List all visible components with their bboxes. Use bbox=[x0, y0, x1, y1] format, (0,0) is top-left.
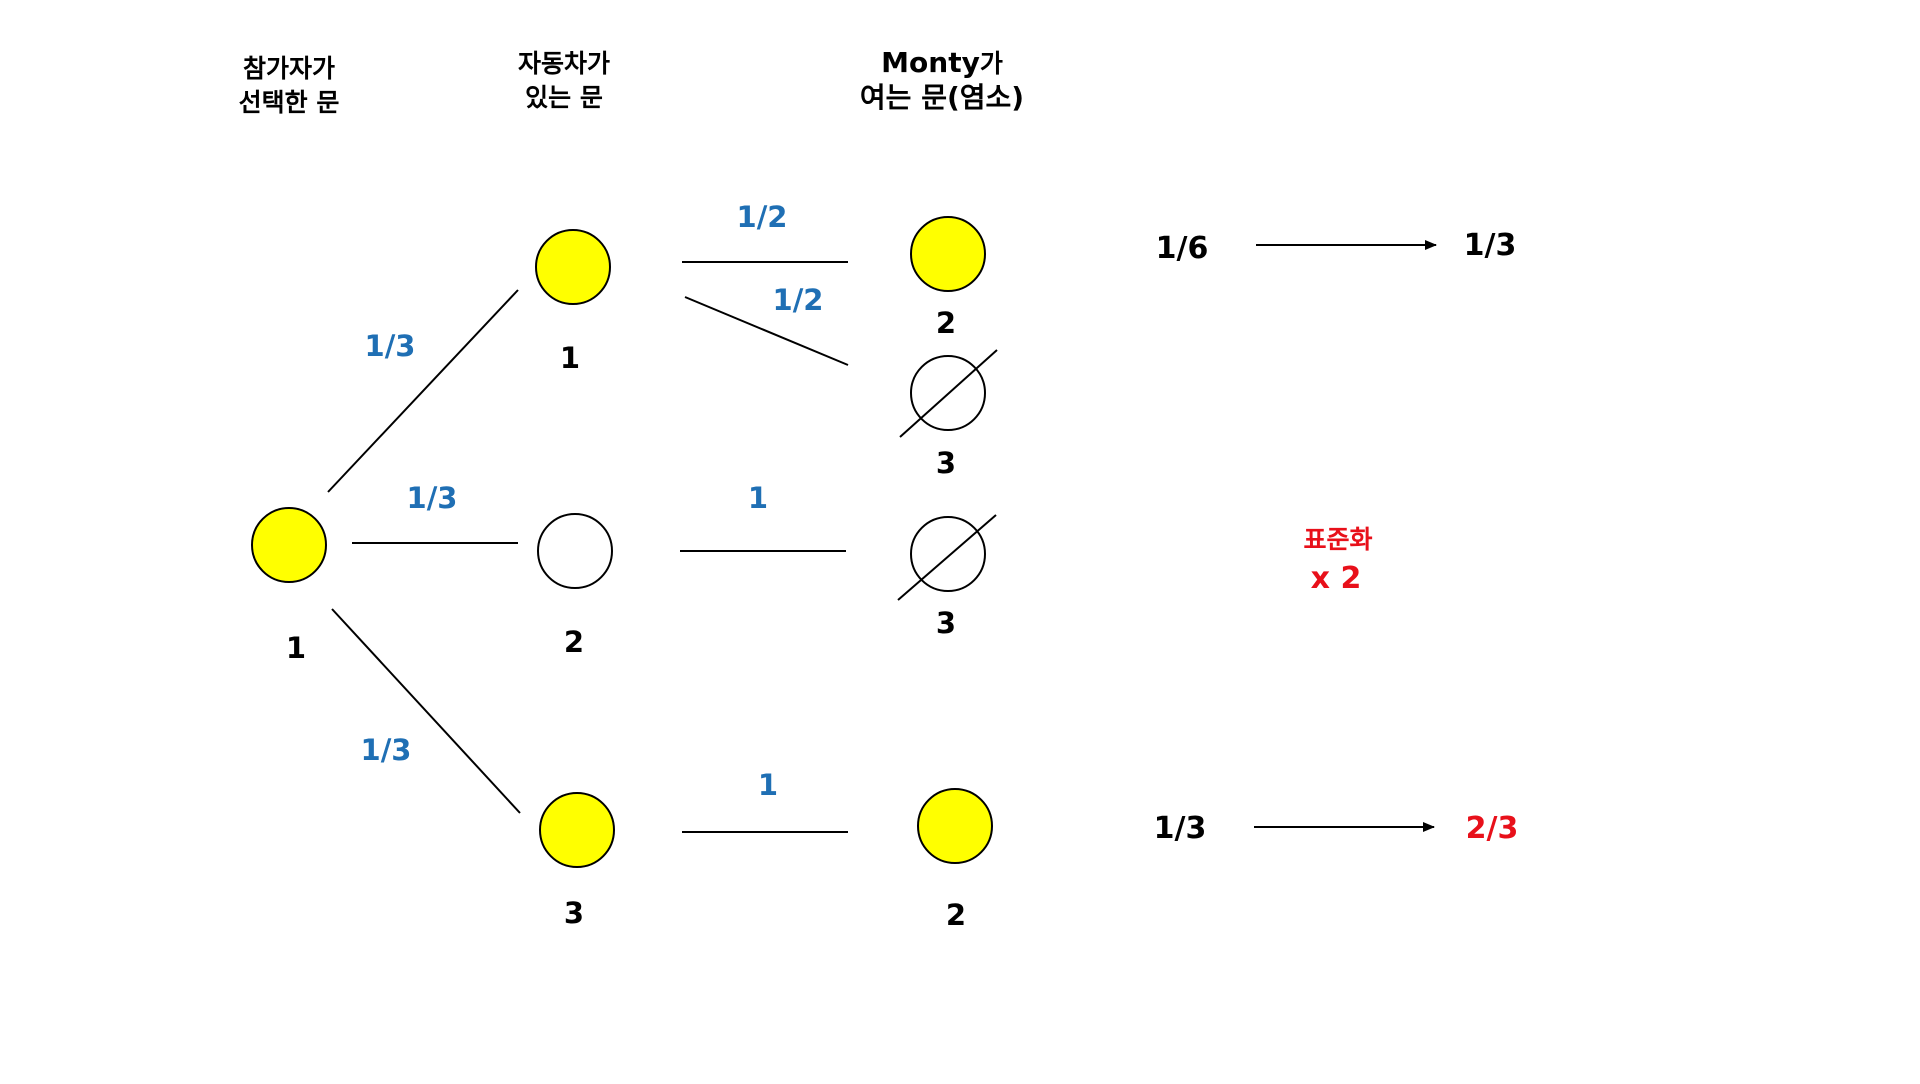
prob-car1-to-monty2: 1/2 bbox=[737, 200, 788, 234]
normalize-label: 표준화 bbox=[1303, 525, 1372, 554]
header-monty-suffix: 가 bbox=[980, 49, 1003, 78]
normalize-factor: x 2 bbox=[1311, 561, 1362, 596]
strike-through-a bbox=[899, 349, 998, 438]
strike-through-b bbox=[897, 514, 997, 601]
prob-car2-to-monty3: 1 bbox=[748, 481, 768, 515]
prob-root-to-car1: 1/3 bbox=[365, 329, 416, 363]
header-chosen-line1: 참가자가 bbox=[243, 54, 335, 83]
car-door-3-node bbox=[539, 792, 615, 868]
monty-door-2-node-top bbox=[910, 216, 986, 292]
branch-car1-to-monty3 bbox=[684, 296, 849, 366]
root-door-label: 1 bbox=[286, 631, 306, 665]
result-top-after: 1/3 bbox=[1464, 228, 1517, 263]
header-car-line1: 자동차가 bbox=[518, 49, 610, 78]
header-monty-line1: Monty가 bbox=[881, 46, 1003, 79]
prob-car1-to-monty3: 1/2 bbox=[773, 283, 824, 317]
header-monty-name: Monty bbox=[881, 46, 980, 79]
car-door-2-label: 2 bbox=[564, 625, 584, 659]
monty-door-3-label-b: 3 bbox=[936, 606, 956, 640]
car-door-1-label: 1 bbox=[560, 341, 580, 375]
header-chosen-line2: 선택한 문 bbox=[239, 88, 340, 117]
result-top-before: 1/6 bbox=[1156, 231, 1209, 266]
root-door-node bbox=[251, 507, 327, 583]
car-door-2-node bbox=[537, 513, 613, 589]
branch-root-to-car3 bbox=[331, 608, 521, 814]
car-door-3-label: 3 bbox=[564, 896, 584, 930]
monty-door-2-label-top: 2 bbox=[936, 306, 956, 340]
result-bottom-after: 2/3 bbox=[1466, 811, 1519, 846]
branch-root-to-car1 bbox=[327, 289, 519, 493]
result-bottom-before: 1/3 bbox=[1154, 811, 1207, 846]
prob-root-to-car2: 1/3 bbox=[407, 481, 458, 515]
car-door-1-node bbox=[535, 229, 611, 305]
monty-door-2-label-bottom: 2 bbox=[946, 898, 966, 932]
prob-root-to-car3: 1/3 bbox=[361, 733, 412, 767]
header-monty-line2: 여는 문(염소) bbox=[860, 81, 1024, 114]
monty-door-3-label-a: 3 bbox=[936, 446, 956, 480]
prob-car3-to-monty2: 1 bbox=[758, 768, 778, 802]
header-car-line2: 있는 문 bbox=[525, 83, 603, 112]
monty-door-2-node-bottom bbox=[917, 788, 993, 864]
